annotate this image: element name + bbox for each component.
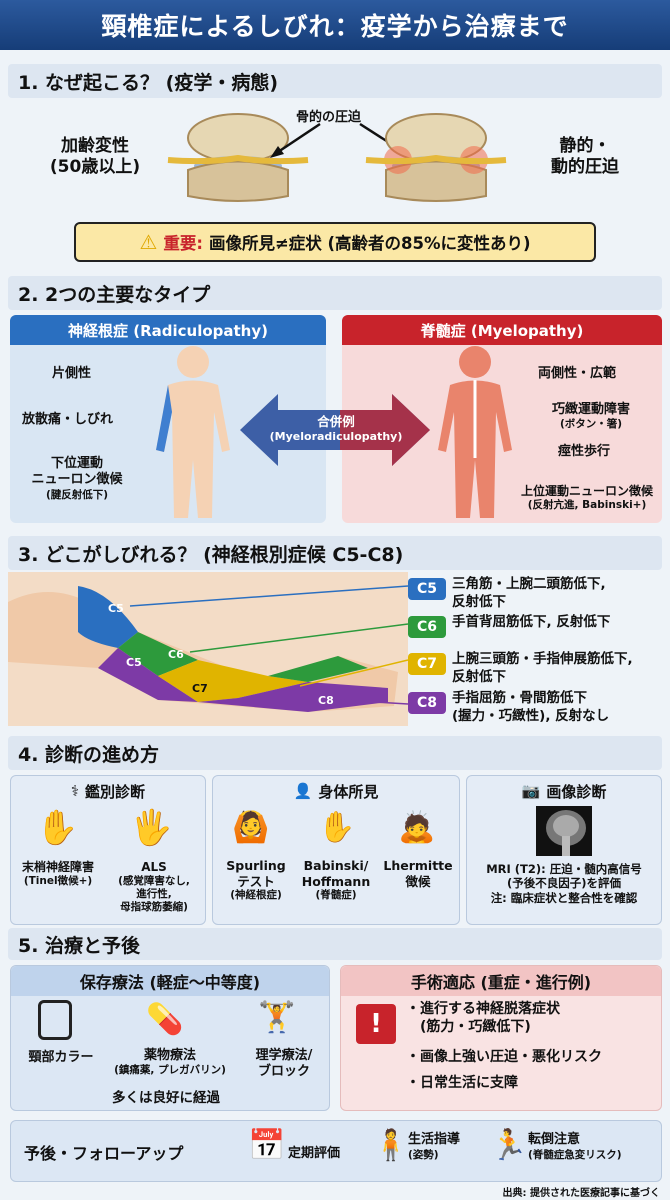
babinski-icon: ✋ [318, 810, 356, 845]
section-5-heading: 5. 治療と予後 [8, 928, 662, 960]
arm-c6-label: C6 [168, 648, 184, 661]
radic-feature-3: 下位運動ニューロン徴候(腱反射低下) [31, 456, 123, 501]
arm-c5b-label: C5 [126, 656, 142, 669]
spurling-icon: 🙆 [232, 810, 270, 845]
myelo-feature-1: 両側性・広範 [538, 366, 617, 381]
section-1-heading: 1. なぜ起こる？ (疫学・病態) [8, 64, 662, 98]
mri-image [536, 806, 592, 856]
radiculopathy-title: 神経根症 (Radiculopathy) [10, 315, 326, 345]
pressure-label: 静的・動的圧迫 [551, 136, 619, 178]
vertebra-compressed [365, 113, 507, 202]
lhermitte-icon: 🙇 [398, 810, 436, 845]
warning-box: ⚠ 重要: 画像所見≠症状 (高齢者の85%に変性あり) [74, 222, 596, 262]
section-2-heading: 2. 2つの主要なタイプ [8, 276, 662, 310]
root-desc-c6: 手首背屈筋低下, 反射低下 [452, 614, 611, 630]
root-desc-c7: 上腕三頭筋・手指伸展筋低下,反射低下 [452, 651, 633, 685]
physical-header: 👤身体所見 [293, 782, 379, 801]
cons-note: 多くは良好に経過 [112, 1090, 220, 1106]
arm-c8-label: C8 [318, 694, 334, 707]
surg-item-3: ・日常生活に支障 [406, 1075, 518, 1091]
root-desc-c5: 三角筋・上腕二頭筋低下,反射低下 [452, 576, 606, 610]
compression-label: 骨的の圧迫 [296, 110, 362, 125]
vertebra-normal [167, 113, 309, 202]
root-tag-c8: C8 [408, 692, 446, 714]
calendar-icon: 📅 [248, 1128, 286, 1163]
radic-feature-2: 放散痛・しびれ [22, 412, 114, 427]
physiotherapy-icon: 🏋 [258, 1000, 296, 1035]
radic-feature-1: 片側性 [52, 366, 92, 381]
myelo-feature-3: 痙性歩行 [558, 444, 611, 459]
alert-icon: ! [356, 1004, 396, 1044]
arm-c7-label: C7 [192, 682, 208, 695]
fall-icon: 🏃 [490, 1128, 528, 1163]
prognosis-bar [10, 1120, 662, 1182]
prognosis-title: 予後・フォローアップ [24, 1144, 184, 1163]
cons-therapy: 理学療法/ブロック [255, 1048, 313, 1080]
differential-header: ⚕鑑別診断 [70, 782, 146, 801]
arm-c5-label: C5 [108, 602, 124, 615]
phys-babinski: Babinski/Hoffmann(脊髄症) [301, 858, 371, 902]
cons-collar: 頸部カラー [28, 1050, 94, 1065]
root-desc-c8: 手指屈筋・骨間筋低下(握力・巧緻性), 反射なし [452, 690, 610, 724]
prog-fall: 転倒注意(脊髄症急変リスク) [528, 1132, 622, 1161]
diff-als: ALS(感覚障害なし,進行性,母指球筋萎縮) [118, 860, 190, 914]
combined-double-arrow [240, 394, 430, 466]
warning-icon: ⚠ [139, 230, 158, 254]
conservative-title: 保存療法 (軽症〜中等度) [11, 966, 329, 996]
imaging-header: 📷画像診断 [521, 782, 607, 801]
root-tag-c6: C6 [408, 616, 446, 638]
imaging-text: MRI (T2): 圧迫・髄内高信号(予後不良因子)を評価注: 臨床症状と整合性… [486, 862, 642, 905]
als-hand-icon: 🖐 [130, 808, 173, 848]
pill-icon: 💊 [146, 1002, 184, 1037]
surg-item-1: ・進行する神経脱落症状(筋力・巧緻低下) [406, 1001, 560, 1036]
surgery-title: 手術適応 (重症・進行例) [341, 966, 661, 996]
root-tag-c7: C7 [408, 653, 446, 675]
myelopathy-title: 脊髄症 (Myelopathy) [342, 315, 662, 345]
neck-collar-icon [38, 1000, 72, 1040]
section-3-heading: 3. どこがしびれる？ (神経根別症候 C5-C8) [8, 536, 662, 570]
cons-drug: 薬物療法(鎮痛薬, プレガバリン) [114, 1048, 226, 1077]
root-tag-c5: C5 [408, 578, 446, 600]
myelo-feature-2: 巧緻運動障害(ボタン・箸) [551, 402, 630, 431]
surgery-panel: 手術適応 (重症・進行例) [340, 965, 662, 1111]
body-figure-radic [156, 346, 230, 518]
stethoscope-icon: ⚕ [70, 782, 80, 800]
peripheral-nerve-icon: ✋ [36, 808, 79, 848]
person-icon: 👤 [293, 782, 313, 800]
body-figure-myelo [438, 346, 512, 518]
prog-lifestyle: 生活指導(姿勢) [408, 1132, 461, 1161]
page-title: 頸椎症によるしびれ：疫学から治療まで [0, 0, 670, 50]
posture-icon: 🧍 [372, 1128, 410, 1163]
prog-regular: 定期評価 [288, 1146, 341, 1161]
section-4-heading: 4. 診断の進め方 [8, 736, 662, 770]
surg-item-2: ・画像上強い圧迫・悪化リスク [406, 1049, 602, 1065]
differential-box: ⚕鑑別診断 [10, 775, 206, 925]
combined-label: 合併例(Myeloradiculopathy) [269, 414, 403, 444]
myelo-feature-4: 上位運動ニューロン徴候(反射亢進, Babinski+) [520, 484, 653, 511]
cause-label: 加齢変性(50歳以上) [49, 136, 141, 178]
diff-peripheral: 末梢神経障害(Tinel徴候+) [21, 860, 94, 887]
physical-box: 👤身体所見 [212, 775, 460, 925]
source-note: 出典: 提供された医療記事に基づく [502, 1188, 660, 1199]
camera-icon: 📷 [521, 782, 541, 800]
